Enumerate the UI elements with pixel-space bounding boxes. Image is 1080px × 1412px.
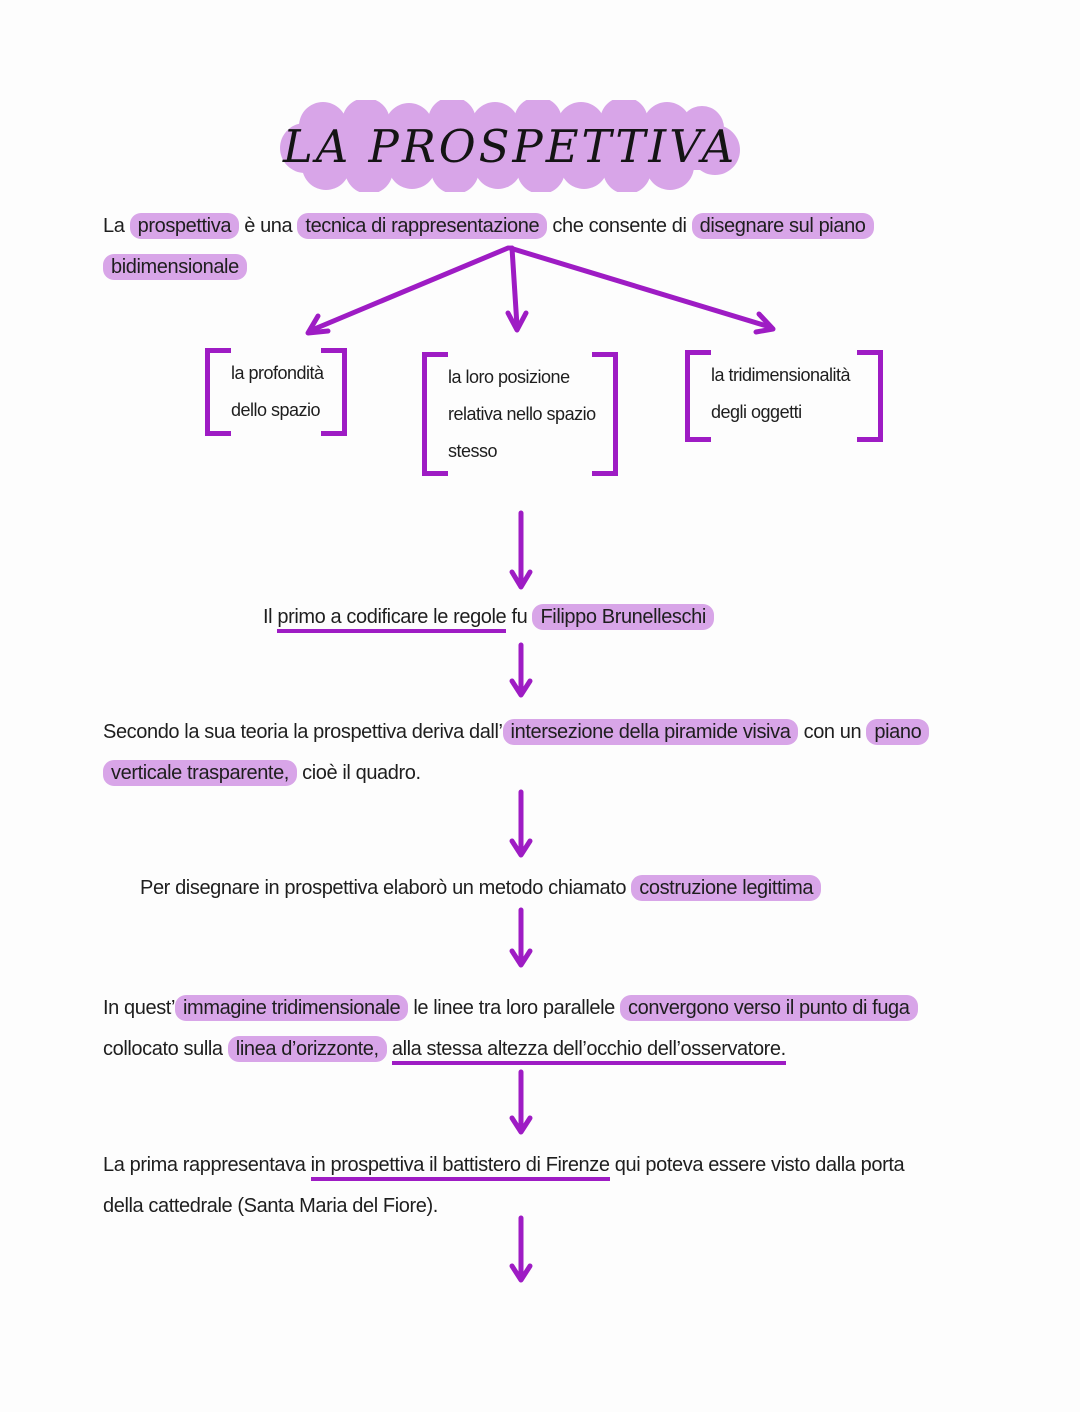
highlighted-text: immagine tridimensionale [175,995,409,1021]
highlighted-text: tecnica di rappresentazione [297,213,548,239]
plain-text: fu [506,606,533,628]
title-text: LA PROSPETTIVA [282,119,738,173]
plain-text: le linee tra loro parallele [408,997,621,1019]
highlighted-text: piano [866,719,930,745]
plain-text: cioè il quadro. [296,762,421,784]
plain-text: Il [263,606,278,628]
plain-text: In quest’ [103,997,176,1019]
plain-text: Secondo la sua teoria la prospettiva der… [103,721,503,743]
plain-text: La prima rappresentava [103,1154,311,1176]
plain-text: che consente di [547,215,692,237]
battistero-paragraph: La prima rappresentava in prospettiva il… [103,1145,1063,1227]
branch-box-tridimensionalita: la tridimensionalità degli oggetti [685,350,883,442]
highlighted-text: verticale trasparente, [103,760,297,786]
highlighted-text: prospettiva [129,213,240,239]
intro-paragraph: La prospettiva è una tecnica di rapprese… [103,206,1063,288]
branch-box-profondita: la profondità dello spazio [205,348,347,436]
highlighted-text: disegnare sul piano [691,213,874,239]
title-cloud-highlight [280,100,740,192]
highlighted-text: linea d’orizzonte, [227,1036,387,1062]
down-arrow-3-head [509,838,533,858]
plain-text: è una [239,215,298,237]
punto-di-fuga-paragraph: In quest’immagine tridimensionale le lin… [103,988,1063,1070]
highlighted-text: bidimensionale [103,254,247,280]
branch-arrow-left-head [305,313,331,336]
plain-text: con un [798,721,867,743]
underlined-text: alla stessa altezza dell’occhio dell’oss… [391,1038,786,1065]
branch-box-line: dello spazio [231,400,321,420]
plain-text: La [103,215,130,237]
plain-text: qui poteva essere visto dalla porta [609,1154,905,1176]
branch-box-line: degli oggetti [711,402,802,422]
branch-box-line: la profondità [231,363,324,383]
plain-text: della cattedrale (Santa Maria del Fiore)… [103,1195,438,1217]
underlined-text: primo a codificare le regole [277,606,507,633]
branch-arrow-middle-head [505,310,529,333]
branch-box-line: relativa nello spazio [448,404,596,424]
down-arrow-1-head [509,569,533,590]
highlighted-text: costruzione legittima [631,875,822,901]
highlighted-text: convergono verso il punto di fuga [620,995,918,1021]
underlined-text: in prospettiva il battistero di Firenze [310,1154,610,1181]
plain-text: Per disegnare in prospettiva elaborò un … [140,877,632,899]
branch-box-line: stesso [448,441,498,461]
down-arrow-5-head [509,1115,533,1135]
plain-text: collocato sulla [103,1038,228,1060]
down-arrow-2-head [509,678,533,698]
branch-arrow-right-head [753,311,776,335]
metodo-line: Per disegnare in prospettiva elaborò un … [140,868,1000,909]
branch-box-line: la loro posizione [448,367,570,387]
highlighted-text: Filippo Brunelleschi [532,604,714,630]
branch-box-posizione: la loro posizione relativa nello spazio … [422,352,618,476]
branch-box-line: la tridimensionalità [711,365,851,385]
brunelleschi-line: Il primo a codificare le regole fu Filip… [263,597,983,638]
page-title: LA PROSPETTIVA [278,100,742,192]
down-arrow-4-head [509,948,533,968]
teoria-paragraph: Secondo la sua teoria la prospettiva der… [103,712,1063,794]
down-arrow-6-head [509,1263,533,1283]
highlighted-text: intersezione della piramide visiva [502,719,799,745]
